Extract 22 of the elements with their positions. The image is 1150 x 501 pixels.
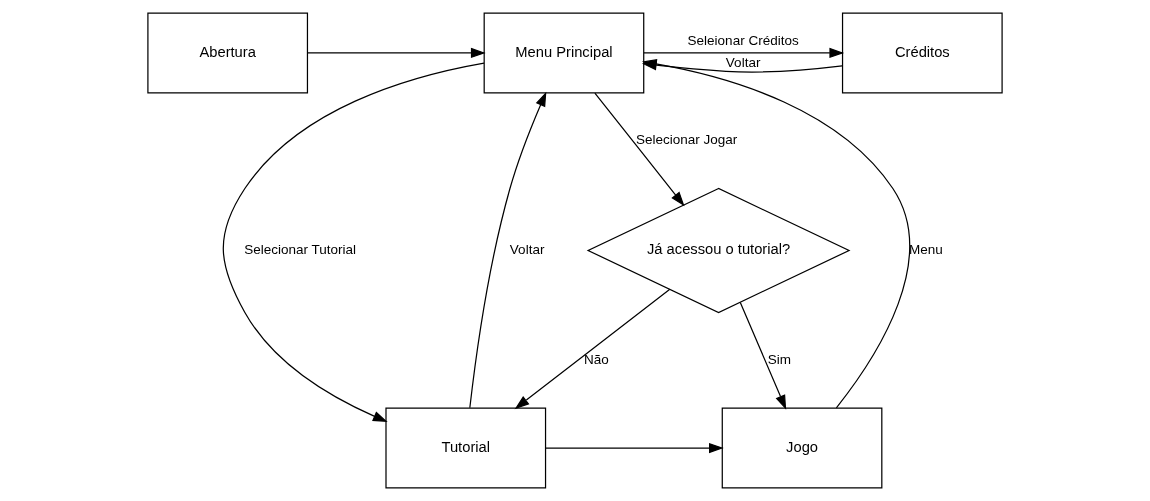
node-diamond: Já acessou o tutorial? <box>586 187 851 314</box>
edge-label: Selecionar Jogar <box>636 132 738 148</box>
edge-label: Não <box>584 351 609 367</box>
arrow <box>643 47 845 59</box>
edge-label: Seleionar Créditos <box>687 33 799 49</box>
node-box: Créditos <box>841 12 1003 94</box>
edge-label: Voltar <box>725 55 761 71</box>
node-box: Tutorial <box>385 407 547 489</box>
arrow <box>544 442 724 454</box>
arrow <box>594 92 685 207</box>
arrow <box>514 288 671 410</box>
node-box: Abertura <box>147 12 309 94</box>
arrow <box>469 91 547 409</box>
arrow <box>222 62 485 422</box>
edge-label: Sim <box>767 351 791 367</box>
edge-label: Voltar <box>509 241 545 257</box>
arrow <box>306 47 486 59</box>
node-box: Menu Principal <box>483 12 645 94</box>
edge-label: Menu <box>909 241 943 257</box>
node-box: Jogo <box>721 407 883 489</box>
arrow <box>739 301 787 410</box>
edge-label: Selecionar Tutorial <box>244 241 356 257</box>
